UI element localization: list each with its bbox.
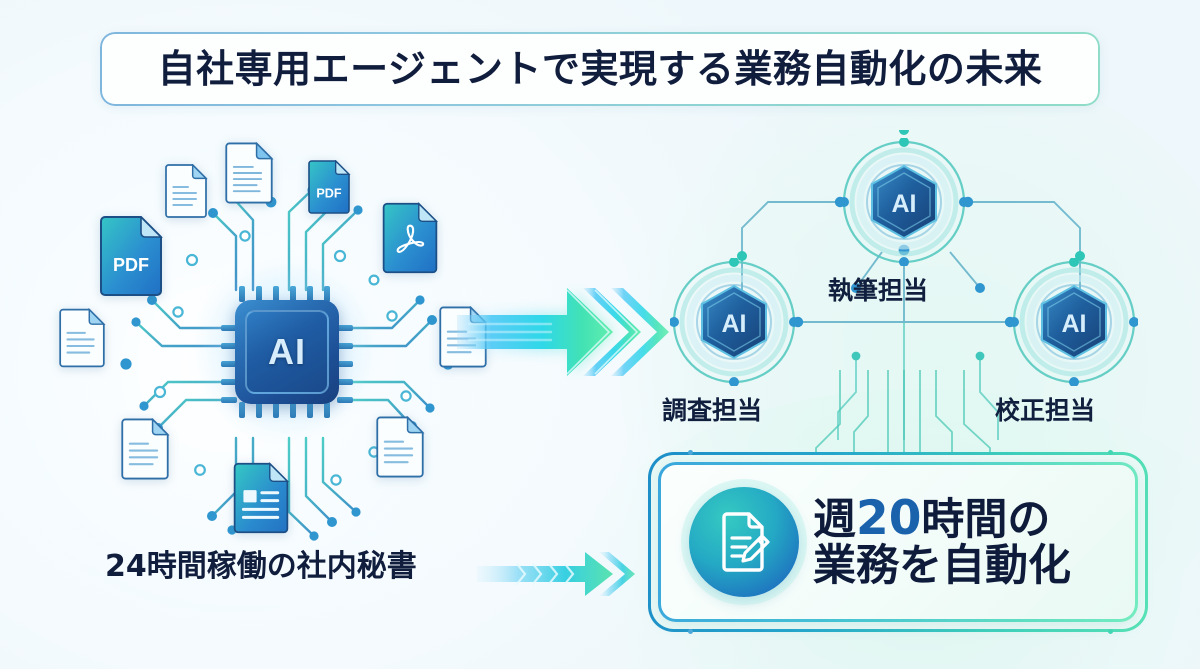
result-text-block: 週20時間の 業務を自動化 bbox=[813, 495, 1071, 589]
page-title-box: 自社専用エージェントで実現する業務自動化の未来 bbox=[100, 32, 1100, 106]
ai-chip-core: AI bbox=[245, 310, 329, 394]
result-line-2: 業務を自動化 bbox=[813, 541, 1071, 592]
result-prefix: 週 bbox=[813, 495, 856, 546]
text-document-icon bbox=[164, 164, 208, 218]
frame-accent-dot bbox=[1108, 629, 1113, 634]
agent-hexagon-icon: AI bbox=[1041, 284, 1107, 360]
svg-text:AI: AI bbox=[1062, 310, 1087, 338]
svg-text:PDF: PDF bbox=[113, 255, 149, 275]
agent-label-proofreader: 校正担当 bbox=[995, 396, 1096, 425]
text-document-icon bbox=[224, 142, 274, 204]
chip-pin bbox=[307, 402, 313, 418]
ai-chip-label: AI bbox=[268, 331, 306, 372]
ai-chip: AI bbox=[235, 300, 339, 404]
secondary-flow-arrow bbox=[477, 552, 635, 596]
page-title: 自社専用エージェントで実現する業務自動化の未来 bbox=[157, 47, 1043, 91]
chip-pin bbox=[324, 402, 330, 418]
agent-label-researcher: 調査担当 bbox=[662, 396, 763, 425]
frame-accent-dot bbox=[688, 450, 693, 455]
result-inner-frame: 週20時間の 業務を自動化 bbox=[658, 462, 1138, 622]
result-number: 20 bbox=[856, 491, 922, 547]
agent-rings bbox=[670, 258, 798, 386]
agent-node-proofreader[interactable]: AI bbox=[1010, 258, 1138, 386]
chip-pin bbox=[290, 402, 296, 418]
chip-pin bbox=[337, 361, 353, 367]
result-suffix: 時間の bbox=[921, 495, 1051, 546]
chip-pin bbox=[239, 286, 245, 302]
svg-text:AI: AI bbox=[892, 190, 917, 218]
result-highlight-box: 週20時間の 業務を自動化 bbox=[648, 450, 1148, 634]
svg-text:AI: AI bbox=[722, 310, 747, 338]
chip-pin bbox=[239, 402, 245, 418]
agent-network: AI AI bbox=[650, 130, 1190, 440]
agent-node-researcher[interactable]: AI bbox=[670, 258, 798, 386]
document-ingest-cluster: AI PDF PDF bbox=[40, 140, 510, 560]
agent-label-writer: 執筆担当 bbox=[828, 276, 929, 305]
chip-pin bbox=[221, 397, 237, 403]
chip-pin bbox=[337, 325, 353, 331]
svg-text:PDF: PDF bbox=[316, 187, 342, 201]
agent-hexagon-icon: AI bbox=[871, 164, 937, 240]
result-line-1: 週20時間の bbox=[813, 495, 1071, 543]
pdf-file-icon: PDF bbox=[307, 160, 351, 214]
text-document-icon bbox=[375, 416, 425, 478]
chip-pin bbox=[337, 379, 353, 385]
text-document-icon bbox=[58, 308, 106, 368]
secretary-caption: 24時間稼働の社内秘書 bbox=[105, 549, 417, 584]
chip-pin bbox=[337, 343, 353, 349]
frame-accent-dot bbox=[1108, 450, 1113, 455]
document-edit-icon bbox=[689, 487, 799, 597]
chip-pin bbox=[273, 402, 279, 418]
acrobat-file-icon bbox=[381, 202, 439, 274]
agent-node-writer[interactable]: AI bbox=[840, 138, 968, 266]
pdf-file-icon: PDF bbox=[98, 216, 164, 296]
article-document-icon bbox=[232, 462, 290, 534]
agent-hexagon-icon: AI bbox=[701, 284, 767, 360]
main-flow-arrow bbox=[455, 288, 669, 376]
chip-pin bbox=[256, 402, 262, 418]
text-document-icon bbox=[120, 418, 170, 480]
frame-accent-dot bbox=[688, 629, 693, 634]
chip-pin bbox=[337, 397, 353, 403]
